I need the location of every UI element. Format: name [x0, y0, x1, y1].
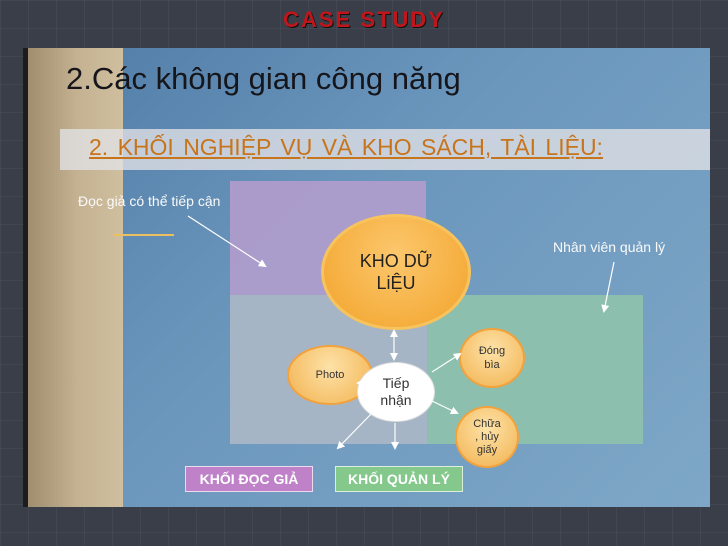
header-title: CASE STUDY — [283, 7, 445, 32]
left-edge-bar — [23, 48, 28, 507]
staff-block-tag: KHỐI QUẢN LÝ — [335, 466, 463, 492]
reader-access-label: Đọc giả có thể tiếp cận — [78, 193, 221, 209]
slide-title: 2.Các không gian công năng — [66, 61, 461, 96]
slide-subheading: 2. KHỐI NGHIỆP VỤ VÀ KHO SÁCH, TÀI LIỆU: — [89, 134, 603, 160]
reception-node: Tiếp nhận — [357, 362, 435, 422]
left-decor-strip — [23, 48, 123, 507]
staff-label: Nhân viên quản lý — [553, 239, 666, 255]
subheading-band — [60, 129, 710, 170]
repair-node: Chữa , hủy giấy — [455, 406, 519, 468]
data-storage-node: KHO DỮ LiỆU — [321, 214, 471, 330]
slide: 2.Các không gian công năng 2. KHỐI NGHIỆ… — [23, 48, 710, 507]
binding-node: Đóng bìa — [459, 328, 525, 388]
reader-block-tag: KHỐI ĐỌC GIẢ — [185, 466, 313, 492]
decor-underline — [114, 234, 174, 236]
